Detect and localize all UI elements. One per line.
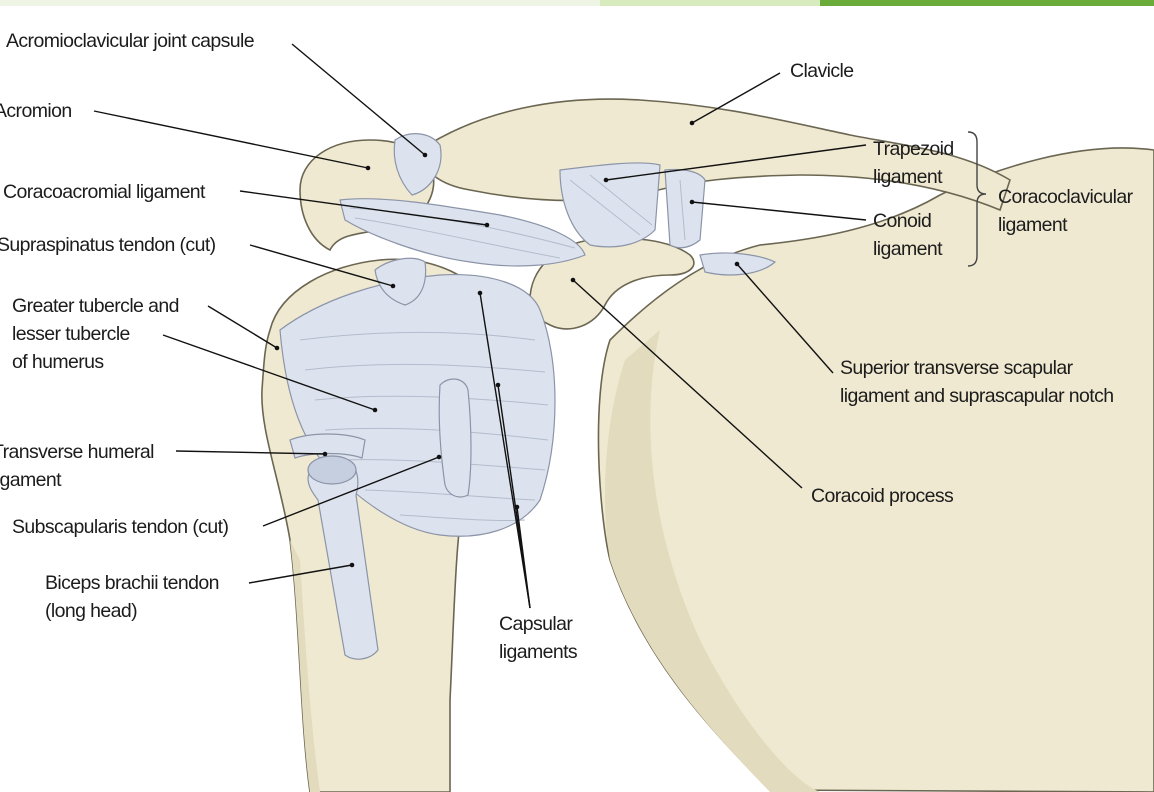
label-subscapularis-tendon: Subscapularis tendon (cut) [12,516,228,538]
label-coracoacromial-ligament: Coracoacromial ligament [3,181,206,203]
label-transverse-humeral-ligament: Transverse humeral ligament [0,441,159,491]
subscapularis-tendon-shape [439,379,471,497]
label-coracoid-process: Coracoid process [811,485,954,507]
label-capsular-ligaments: Capsular ligaments [499,613,578,663]
header-accent-bar [0,0,1154,6]
label-acromioclavicular-joint-capsule: Acromioclavicular joint capsule [6,30,254,52]
label-greater-tubercle: Greater tubercle and lesser tubercle of … [12,295,184,373]
label-supraspinatus-tendon: Supraspinatus tendon (cut) [0,234,216,256]
label-clavicle: Clavicle [790,60,853,82]
label-acromion: Acromion [0,100,72,122]
label-biceps-brachii-tendon: Biceps brachii tendon (long head) [45,572,224,622]
trapezoid-ligament-shape [560,163,660,247]
